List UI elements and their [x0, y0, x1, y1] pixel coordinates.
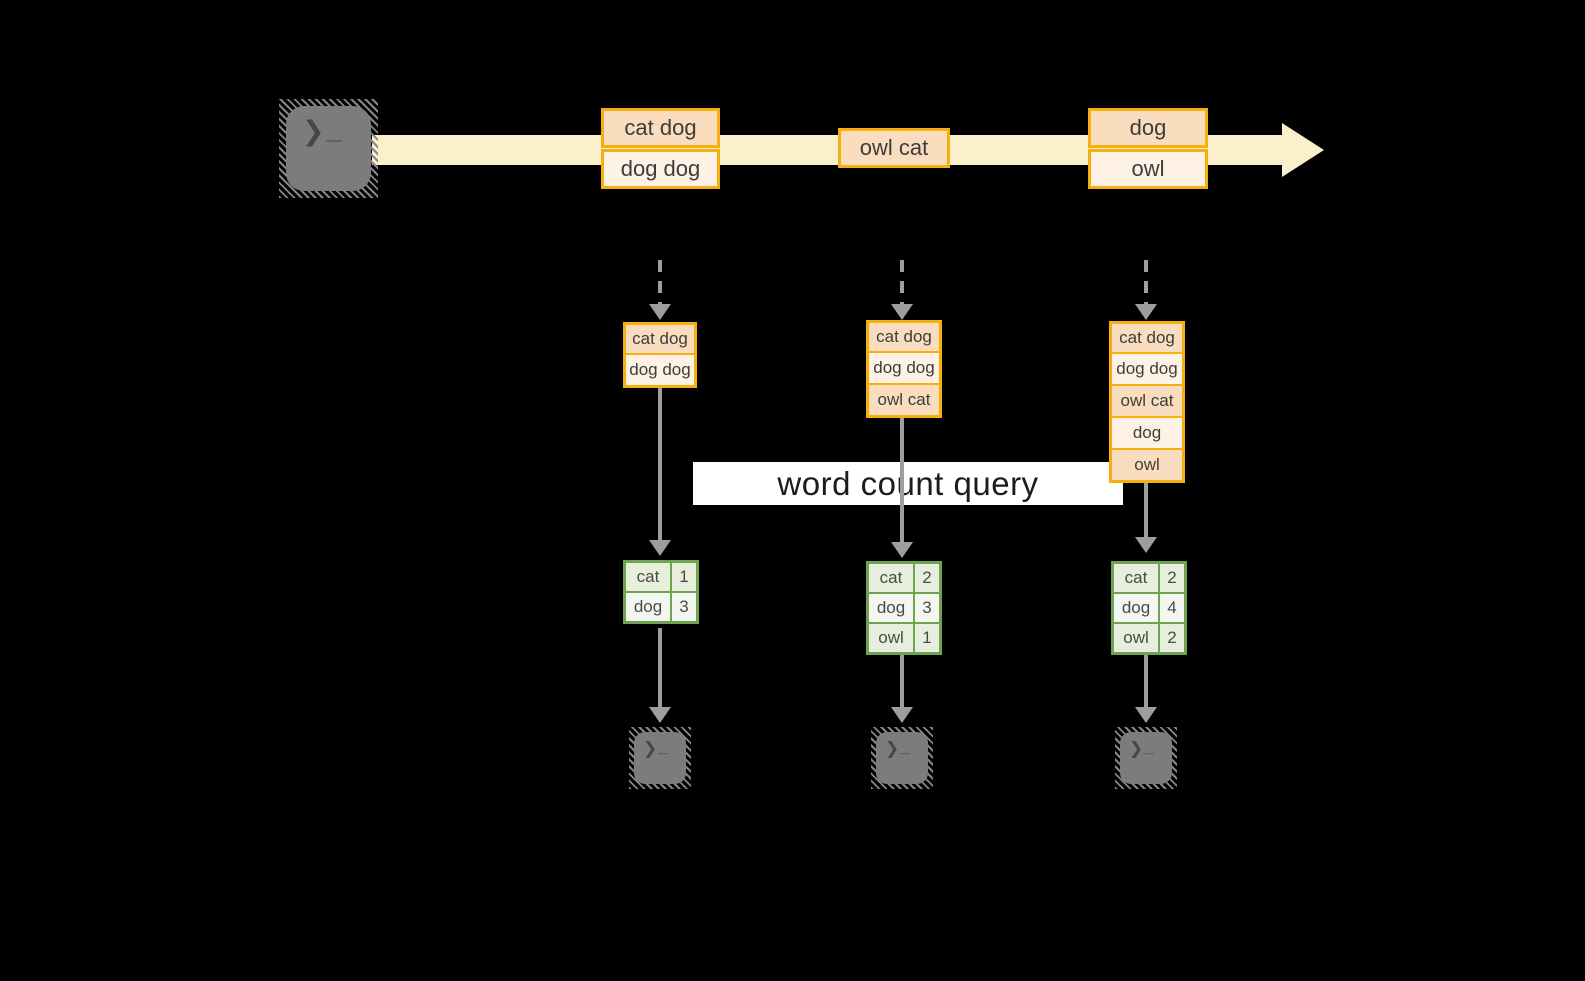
output-arrow [1134, 655, 1158, 723]
arrow-head-icon [649, 540, 671, 556]
terminal-prompt-icon: ❯ _ [302, 114, 344, 146]
message-line: dog dog [601, 149, 720, 189]
terminal-screen: ❯ _ [876, 732, 928, 784]
arrow-head-icon [891, 707, 913, 723]
producer-terminal-icon: ❯ _ [279, 99, 378, 198]
query-label: word count query [693, 462, 1123, 505]
terminal-prompt-icon: ❯ _ [1129, 737, 1155, 758]
wordcount-table: cat 2 dog 4 owl 2 [1111, 561, 1187, 655]
word-cell: dog [1114, 594, 1158, 622]
terminal-screen: ❯ _ [1120, 732, 1172, 784]
stream-message-box: cat dog dog dog [601, 108, 720, 189]
count-cell: 1 [672, 563, 696, 591]
prompt-cursor-icon: _ [326, 114, 344, 144]
terminal-prompt-icon: ❯ _ [885, 737, 911, 758]
buffer-line: owl cat [1110, 386, 1184, 418]
word-cell: dog [626, 593, 670, 621]
input-buffer-box: cat dog dog dog [623, 322, 697, 388]
buffer-line: owl cat [867, 385, 941, 417]
sink-terminal-icon: ❯ _ [871, 727, 933, 789]
buffer-line: cat dog [867, 321, 941, 353]
stream-message-box: dog owl [1088, 108, 1208, 189]
prompt-cursor-icon: _ [900, 737, 911, 756]
buffer-line: dog dog [867, 353, 941, 385]
count-cell: 4 [1160, 594, 1184, 622]
word-cell: cat [1114, 564, 1158, 592]
ingest-arrow [1134, 260, 1158, 320]
count-cell: 1 [915, 624, 939, 652]
word-cell: cat [626, 563, 670, 591]
stream-arrow-head-icon [1282, 123, 1324, 177]
buffer-line: owl [1110, 450, 1184, 482]
output-arrow [648, 628, 672, 723]
input-buffer-box: cat dog dog dog owl cat [866, 320, 942, 418]
word-cell: cat [869, 564, 913, 592]
message-line: dog [1088, 108, 1208, 148]
buffer-line: cat dog [624, 323, 696, 355]
buffer-line: cat dog [1110, 322, 1184, 354]
message-line: owl [1088, 149, 1208, 189]
arrow-head-icon [1135, 707, 1157, 723]
prompt-chevron-icon: ❯ [1129, 739, 1145, 758]
word-cell: owl [869, 624, 913, 652]
ingest-arrow [890, 260, 914, 320]
sink-terminal-icon: ❯ _ [1115, 727, 1177, 789]
buffer-line: dog dog [624, 355, 696, 387]
arrow-head-icon [1135, 304, 1157, 320]
arrow-head-icon [649, 304, 671, 320]
prompt-cursor-icon: _ [1144, 737, 1155, 756]
terminal-screen: ❯ _ [634, 732, 686, 784]
sink-terminal-icon: ❯ _ [629, 727, 691, 789]
buffer-line: dog [1110, 418, 1184, 450]
message-line: cat dog [601, 108, 720, 148]
message-line: owl cat [838, 128, 950, 168]
prompt-chevron-icon: ❯ [643, 739, 659, 758]
input-buffer-box: cat dog dog dog owl cat dog owl [1109, 321, 1185, 483]
query-arrow [648, 388, 672, 556]
ingest-arrow [648, 260, 672, 320]
terminal-prompt-icon: ❯ _ [643, 737, 669, 758]
query-arrow [890, 418, 914, 558]
query-arrow [1134, 482, 1158, 553]
count-cell: 3 [672, 593, 696, 621]
arrow-head-icon [1135, 537, 1157, 553]
wordcount-table: cat 1 dog 3 [623, 560, 699, 624]
arrow-head-icon [891, 304, 913, 320]
count-cell: 2 [1160, 624, 1184, 652]
count-cell: 3 [915, 594, 939, 622]
prompt-cursor-icon: _ [658, 737, 669, 756]
count-cell: 2 [1160, 564, 1184, 592]
arrow-head-icon [649, 707, 671, 723]
arrow-head-icon [891, 542, 913, 558]
prompt-chevron-icon: ❯ [885, 739, 901, 758]
count-cell: 2 [915, 564, 939, 592]
prompt-chevron-icon: ❯ [302, 116, 327, 146]
wordcount-table: cat 2 dog 3 owl 1 [866, 561, 942, 655]
word-cell: dog [869, 594, 913, 622]
terminal-screen: ❯ _ [286, 106, 371, 191]
output-arrow [890, 655, 914, 723]
word-cell: owl [1114, 624, 1158, 652]
buffer-line: dog dog [1110, 354, 1184, 386]
stream-message-box: owl cat [838, 128, 950, 168]
